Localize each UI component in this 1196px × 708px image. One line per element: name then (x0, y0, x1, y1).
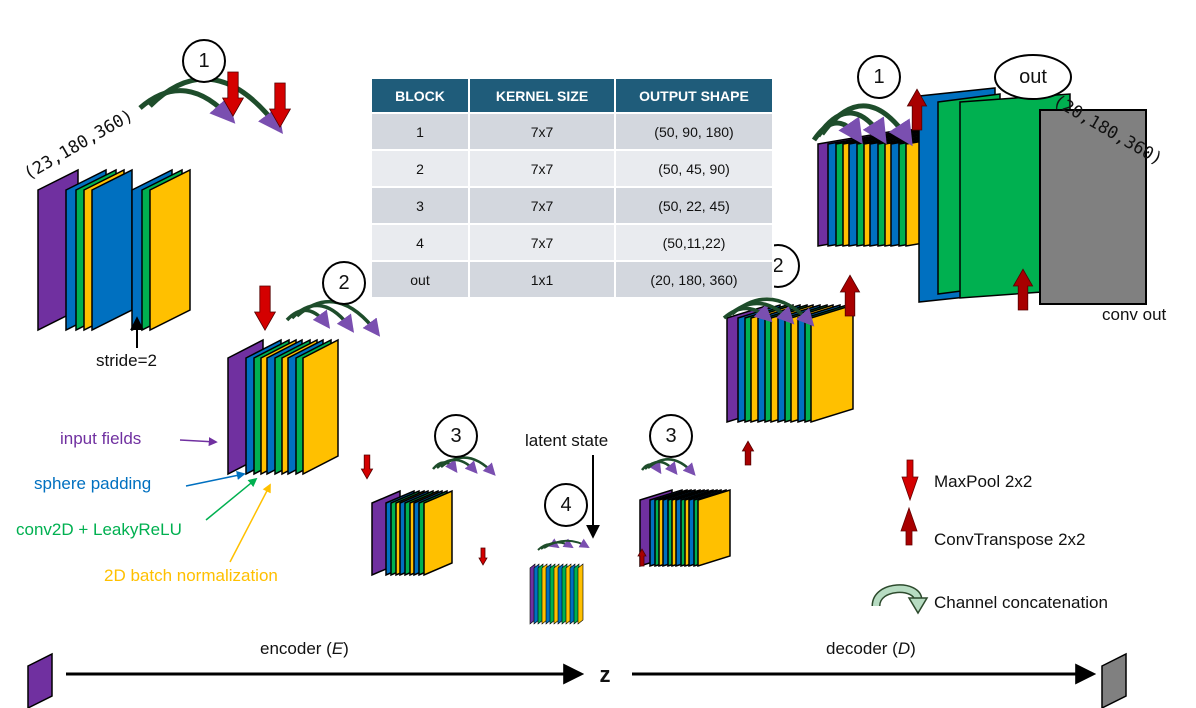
enc-block-2-badge: 2 (322, 261, 366, 305)
cell-shape: (50,11,22) (615, 223, 774, 261)
enc-block-1-badge: 1 (182, 39, 226, 83)
legend-input-fields: input fields (60, 429, 141, 448)
cell-kernel: 7x7 (469, 112, 616, 150)
legend-input-arrow (179, 437, 218, 447)
z-label: z (600, 662, 611, 687)
enc2-concat-arc (295, 299, 381, 337)
convtranspose-arrow (906, 88, 928, 131)
latent-state-label: latent state (525, 431, 608, 450)
enc3-concat-arc (436, 458, 478, 474)
pool-arrows (221, 71, 1034, 567)
cell-shape: (50, 90, 180) (615, 112, 774, 150)
cell-block: 1 (372, 112, 470, 150)
legend-maxpool: MaxPool 2x2 (934, 472, 1032, 491)
enc2-concat-arc (285, 308, 331, 329)
svg-text:3: 3 (665, 425, 676, 447)
maxpool-arrow (221, 71, 245, 118)
dec3-concat-arc (647, 458, 696, 476)
svg-text:2: 2 (338, 272, 349, 294)
svg-text:3: 3 (450, 425, 461, 447)
table-row: 2 7x7 (50, 45, 90) (372, 149, 774, 187)
cell-block: 2 (372, 149, 470, 187)
table-row: 1 7x7 (50, 90, 180) (372, 112, 774, 150)
enc-block-1-layer (149, 168, 191, 332)
legend-padding-arrow (185, 471, 246, 487)
legend-convtranspose: ConvTranspose 2x2 (934, 530, 1086, 549)
cell-kernel: 7x7 (469, 223, 616, 261)
convtranspose-arrow (839, 274, 861, 317)
dec-block-1-badge: 1 (857, 55, 901, 99)
svg-text:1: 1 (198, 50, 209, 72)
table-row: 3 7x7 (50, 22, 45) (372, 186, 774, 224)
dec2-concat-arc (730, 297, 815, 327)
cell-shape: (50, 22, 45) (615, 186, 774, 224)
dec3-concat-arc (644, 460, 678, 475)
dec-block-2-layer (810, 303, 854, 424)
enc-block-2-layer (302, 338, 339, 476)
legend-batchnorm: 2D batch normalization (104, 566, 278, 585)
block-table: BLOCK KERNEL SIZE OUTPUT SHAPE 1 7x7 (50… (372, 79, 774, 297)
latent-concat-arc (543, 538, 590, 549)
dec-block-3-layer (697, 488, 731, 568)
latent-block-layer (577, 563, 584, 625)
maxpool-arrow (360, 454, 374, 480)
maxpool-arrow (478, 547, 488, 566)
header-block: BLOCK (372, 79, 470, 113)
cell-kernel: 1x1 (469, 260, 616, 297)
cell-shape: (20, 180, 360) (615, 260, 774, 297)
convtranspose-legend-icon (900, 506, 918, 546)
cell-kernel: 7x7 (469, 149, 616, 187)
svg-text:4: 4 (560, 494, 571, 516)
header-output-shape: OUTPUT SHAPE (615, 79, 774, 113)
legend-conv-arrow (205, 477, 258, 521)
cell-kernel: 7x7 (469, 186, 616, 224)
enc-block-3-layer (423, 489, 453, 577)
concat-legend-icon (871, 584, 929, 615)
dec-block-3-badge: 3 (649, 414, 693, 458)
svg-text:out: out (1019, 66, 1047, 88)
enc-block-4-badge: 4 (544, 483, 588, 527)
convtranspose-arrow (741, 440, 755, 466)
cell-block: 3 (372, 186, 470, 224)
cell-shape: (50, 45, 90) (615, 149, 774, 187)
output-field (1039, 109, 1147, 305)
table-row: out 1x1 (20, 180, 360) (372, 260, 774, 297)
maxpool-arrow (253, 285, 277, 332)
legend-conv2d: conv2D + LeakyReLU (16, 520, 182, 539)
out-badge: out (994, 54, 1072, 100)
input-mini-icon (27, 652, 53, 708)
dec1-concat-arc (819, 103, 913, 147)
enc2-concat-arc (290, 303, 355, 333)
layer-stacks (37, 87, 1147, 625)
table-row: 4 7x7 (50,11,22) (372, 223, 774, 261)
output-mini-icon (1101, 652, 1127, 708)
enc1-concat-arc (138, 88, 236, 124)
legend-sphere-padding: sphere padding (34, 474, 151, 493)
svg-text:1: 1 (873, 66, 884, 88)
cell-block: out (372, 260, 470, 297)
enc3-concat-arc (440, 456, 496, 476)
stride-label: stride=2 (96, 351, 157, 370)
svg-text:2: 2 (772, 255, 783, 277)
decoder-label: decoder (D) (826, 639, 916, 658)
enc-block-1-layer (91, 168, 133, 332)
cell-block: 4 (372, 223, 470, 261)
header-kernel-size: KERNEL SIZE (469, 79, 616, 113)
maxpool-legend-icon (901, 459, 919, 502)
conv-out-label: conv out (1102, 305, 1167, 324)
convtranspose-arrow (1012, 268, 1034, 311)
convtranspose-arrow (637, 548, 647, 567)
legend-concat: Channel concatenation (934, 593, 1108, 612)
encoder-label: encoder (E) (260, 639, 349, 658)
maxpool-arrow (268, 82, 292, 129)
legend-batchnorm-arrow (229, 483, 271, 563)
enc-block-3-badge: 3 (434, 414, 478, 458)
table-header-row: BLOCK KERNEL SIZE OUTPUT SHAPE (372, 79, 774, 113)
